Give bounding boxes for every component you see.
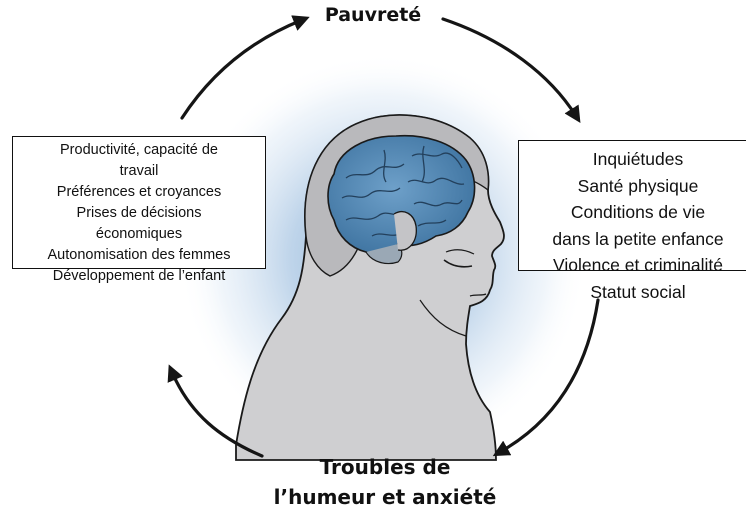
- left-box-line: économiques: [13, 224, 265, 245]
- top-label-pauvrete: Pauvreté: [295, 4, 451, 28]
- bottom-label-line-1: Troubles de: [270, 452, 500, 482]
- bottom-label-line-2: l’humeur et anxiété: [270, 482, 500, 511]
- right-causes-box: Inquiétudes Santé physique Conditions de…: [518, 140, 746, 271]
- right-box-line: dans la petite enfance: [519, 226, 746, 253]
- right-box-line: Santé physique: [519, 173, 746, 200]
- left-box-line: Productivité, capacité de: [13, 140, 265, 161]
- left-box-line: travail: [13, 161, 265, 182]
- bottom-label: Troubles de l’humeur et anxiété: [270, 452, 500, 511]
- right-box-line: Statut social: [519, 279, 746, 306]
- right-box-line: Violence et criminalité: [519, 252, 746, 279]
- right-box-line: Inquiétudes: [519, 146, 746, 173]
- left-box-line: Prises de décisions: [13, 203, 265, 224]
- left-box-line: Autonomisation des femmes: [13, 245, 265, 266]
- left-consequences-box: Productivité, capacité de travail Préfér…: [12, 136, 266, 269]
- right-box-line: Conditions de vie: [519, 199, 746, 226]
- left-box-line: Préférences et croyances: [13, 182, 265, 203]
- left-box-line: Développement de l’enfant: [13, 266, 265, 287]
